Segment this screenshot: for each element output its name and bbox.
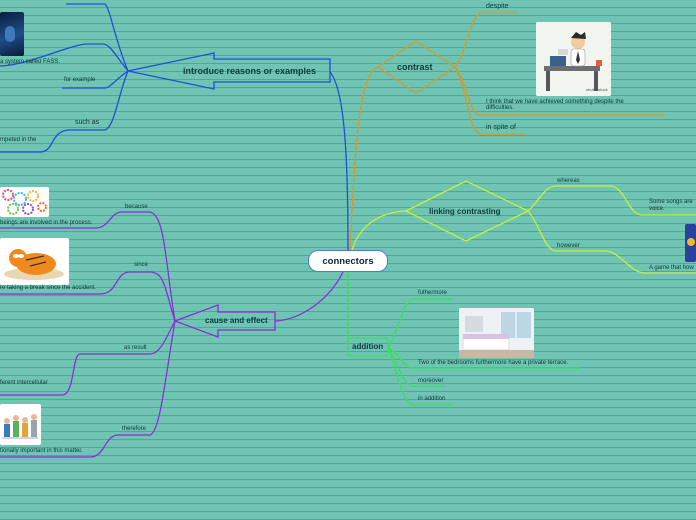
bedroom-image <box>459 308 534 358</box>
as-result-example-text: ferent intercellular <box>0 380 48 386</box>
resting-cat-illustration <box>4 249 64 280</box>
linking-topic-label[interactable]: linking contrasting <box>429 207 501 216</box>
cause-topic-label[interactable]: cause and effect <box>205 316 268 325</box>
whereas-example-text: Some songs are voice. <box>649 199 695 212</box>
addition-branch-connectors <box>347 272 580 406</box>
whereas-example-text-content: Some songs are voice. <box>649 199 693 212</box>
in-spite-of-label[interactable]: in spite of <box>486 124 516 131</box>
contrast-topic-shape[interactable] <box>376 40 457 94</box>
addition-topic-label[interactable]: addition <box>352 342 384 351</box>
moreover-label[interactable]: moreover <box>418 378 444 384</box>
gears-image <box>0 187 49 217</box>
cause-branch-connectors <box>0 211 345 458</box>
contrast-topic-label[interactable]: contrast <box>397 62 433 72</box>
because-example-text: beings are involved in the process. <box>0 220 93 226</box>
contrast-branch-connectors <box>349 12 665 251</box>
for-example-label[interactable]: for example <box>64 77 96 83</box>
since-label[interactable]: since <box>134 262 149 268</box>
furthermore-label[interactable]: futhermore <box>418 290 448 296</box>
gears-illustration <box>2 189 47 215</box>
people-image <box>0 404 41 445</box>
office-worker-illustration <box>536 22 611 96</box>
garfield-image <box>0 238 69 285</box>
fass-example-text: a system called FASS. <box>0 59 61 65</box>
therefore-example-text: tionally important in this matter. <box>0 448 83 454</box>
addition-topic-shape[interactable] <box>347 337 389 357</box>
group-of-people-illustration <box>2 414 38 439</box>
bedroom-example-text: Two of the bedrooms furthermore have a p… <box>418 360 569 366</box>
since-example-text: re taking a break since the accident. <box>0 285 97 291</box>
game-image <box>685 224 696 262</box>
image-watermark: shutterstock <box>586 87 608 92</box>
introduce-topic-label[interactable]: introduce reasons or examples <box>183 66 317 76</box>
linking-branch-connectors <box>351 185 696 274</box>
despite-example-text: I think that we have achieved something … <box>486 99 646 112</box>
introduce-example-image <box>0 12 24 56</box>
in-addition-label[interactable]: in addition <box>418 396 446 402</box>
however-label[interactable]: however <box>557 243 580 249</box>
despite-example-text-content: I think that we have achieved something … <box>486 99 624 112</box>
linking-topic-shape[interactable] <box>404 180 530 242</box>
as-result-label[interactable]: as result <box>124 345 147 351</box>
however-example-text: A game that how <box>649 265 694 271</box>
introduce-topic-shape[interactable] <box>127 52 331 90</box>
central-topic[interactable]: connectors <box>308 250 388 272</box>
whereas-label[interactable]: whereas <box>557 178 580 184</box>
introduce-branch-connectors <box>0 3 349 251</box>
bedroom-illustration <box>459 308 534 358</box>
office-worker-image: shutterstock <box>536 22 611 96</box>
because-label[interactable]: because <box>125 204 148 210</box>
cause-topic-shape[interactable] <box>173 304 276 338</box>
therefore-label[interactable]: therefore <box>122 426 147 432</box>
despite-label[interactable]: despite <box>486 3 509 10</box>
competed-example-text: mpeted in the <box>0 137 37 143</box>
such-as-label[interactable]: such as <box>75 119 100 126</box>
